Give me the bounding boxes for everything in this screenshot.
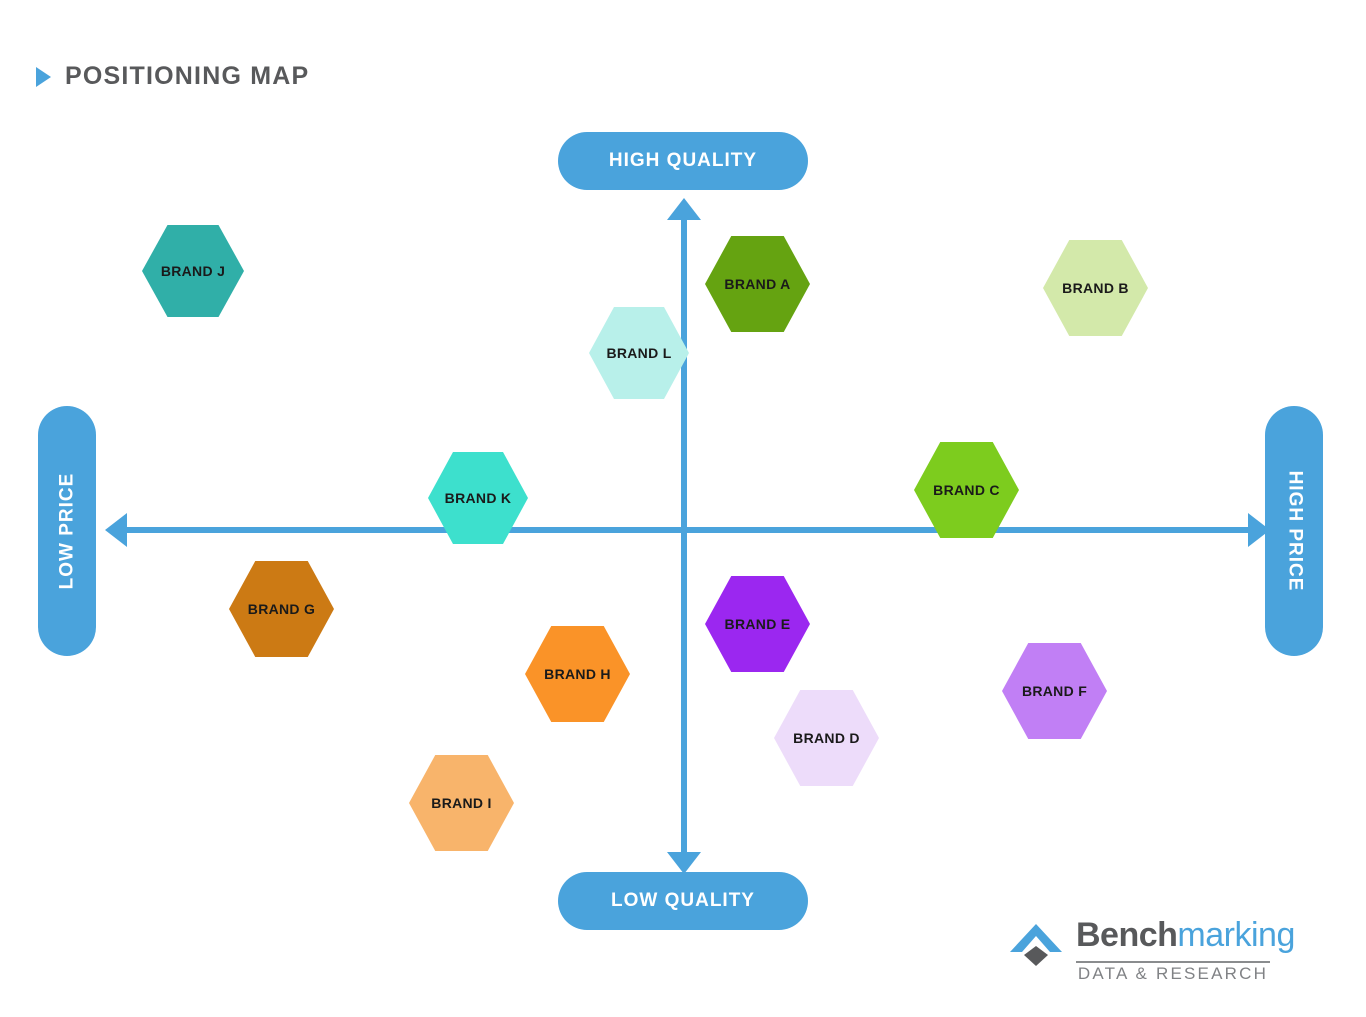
data-point-hexagon[interactable]: BRAND H: [525, 626, 630, 722]
data-point-label: BRAND D: [793, 730, 860, 746]
axis-label-low-quality-text: LOW QUALITY: [611, 890, 755, 911]
axis-arrow-right-icon: [1248, 513, 1270, 547]
logo-word-primary: Bench: [1076, 916, 1178, 954]
axis-label-high-price: HIGH PRICE: [1265, 406, 1323, 656]
page-title: POSITIONING MAP: [36, 62, 309, 91]
axis-label-high-price-text: HIGH PRICE: [1284, 470, 1306, 592]
axis-label-low-price: LOW PRICE: [38, 406, 96, 656]
data-point-label: BRAND I: [431, 795, 492, 811]
data-point-hexagon[interactable]: BRAND L: [589, 307, 689, 399]
data-point-hexagon[interactable]: BRAND E: [705, 576, 810, 672]
data-point-hexagon[interactable]: BRAND G: [229, 561, 334, 657]
axis-label-high-quality: HIGH QUALITY: [558, 132, 808, 190]
data-point-label: BRAND F: [1021, 683, 1088, 699]
data-point-hexagon[interactable]: BRAND I: [409, 755, 514, 851]
data-point-hexagon[interactable]: BRAND B: [1043, 240, 1148, 336]
data-point-hexagon[interactable]: BRAND D: [774, 690, 879, 786]
data-point-hexagon[interactable]: BRAND A: [705, 236, 810, 332]
brand-logo: Benchmarking DATA & RESEARCH: [1008, 916, 1295, 988]
chevron-mountain-icon: [1010, 924, 1062, 966]
data-point-label: BRAND C: [933, 482, 1000, 498]
logo-tagline: DATA & RESEARCH: [1077, 964, 1269, 983]
data-point-label: BRAND A: [724, 276, 791, 292]
axis-arrow-down-icon: [667, 852, 701, 874]
axis-label-low-price-text: LOW PRICE: [56, 472, 78, 590]
triangle-right-icon: [36, 66, 51, 87]
data-point-label: BRAND H: [544, 666, 611, 682]
logo-word-secondary: marking: [1177, 916, 1295, 954]
axis-label-high-quality-text: HIGH QUALITY: [608, 150, 758, 171]
logo-divider: [1076, 961, 1270, 963]
data-point-label: BRAND G: [247, 601, 316, 617]
axis-arrow-up-icon: [667, 198, 701, 220]
horizontal-axis-line: [124, 527, 1251, 533]
axis-label-low-quality: LOW QUALITY: [558, 872, 808, 930]
data-point-label: BRAND J: [160, 263, 226, 279]
data-point-label: BRAND L: [606, 345, 672, 361]
logo-wordmark: Benchmarking: [1076, 916, 1295, 955]
data-point-label: BRAND E: [724, 616, 791, 632]
page-title-text: POSITIONING MAP: [65, 62, 310, 90]
data-point-label: BRAND K: [444, 490, 512, 506]
data-point-hexagon[interactable]: BRAND F: [1002, 643, 1107, 739]
vertical-axis-line: [681, 216, 687, 856]
axis-arrow-left-icon: [105, 513, 127, 547]
data-point-hexagon[interactable]: BRAND J: [142, 225, 244, 317]
data-point-hexagon[interactable]: BRAND C: [914, 442, 1019, 538]
data-point-label: BRAND B: [1062, 280, 1129, 296]
